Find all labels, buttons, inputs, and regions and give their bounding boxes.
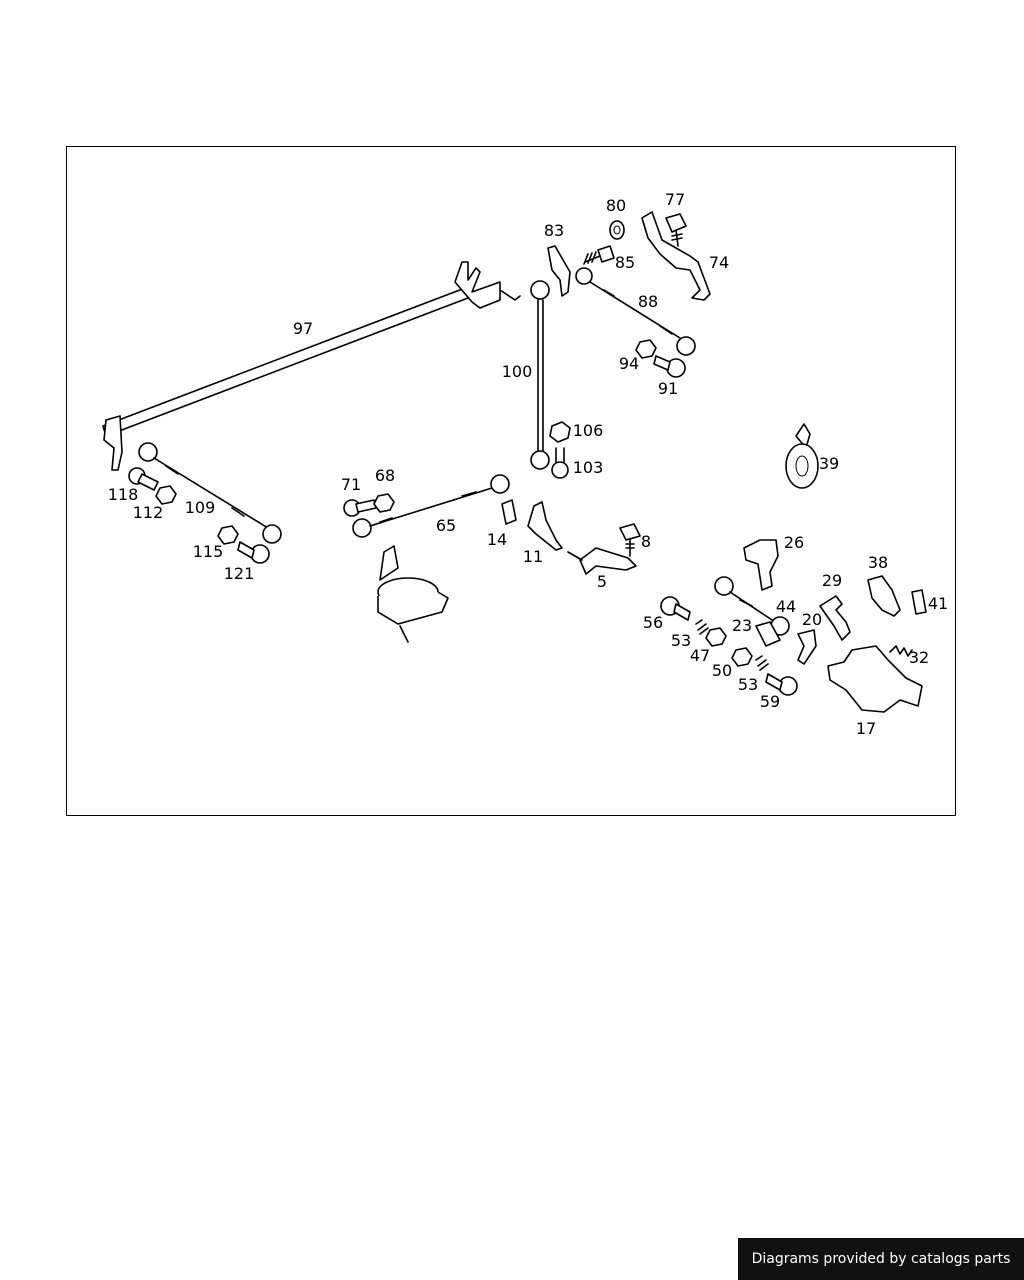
part-47-nut: [705, 627, 727, 647]
part-label-71: 71: [341, 475, 361, 494]
part-label-109: 109: [185, 498, 216, 517]
credit-text: Diagrams provided by catalogs parts: [751, 1251, 1011, 1267]
part-8-bolt: [619, 523, 641, 557]
part-label-41: 41: [928, 594, 948, 613]
part-label-68: 68: [375, 466, 395, 485]
part-77-bolt: [665, 213, 687, 247]
part-65-rod: [352, 474, 510, 538]
part-label-77: 77: [665, 190, 685, 209]
part-11-lever: [527, 501, 563, 551]
part-label-11: 11: [523, 547, 543, 566]
part-label-20: 20: [802, 610, 822, 629]
part-53-washer-b: [755, 655, 769, 671]
part-56-ball-stud: [660, 596, 691, 621]
part-39-bushing: [785, 423, 819, 489]
part-label-88: 88: [638, 292, 658, 311]
part-32-spring: [889, 645, 913, 657]
part-5-bracket: [567, 547, 637, 575]
part-41-clip: [911, 589, 927, 615]
part-label-74: 74: [709, 253, 729, 272]
part-103-stud: [551, 447, 569, 479]
part-label-44: 44: [776, 597, 796, 616]
part-97-rod: [102, 261, 521, 471]
part-label-32: 32: [909, 648, 929, 667]
part-label-112: 112: [133, 503, 164, 522]
part-label-97: 97: [293, 319, 313, 338]
part-label-100: 100: [502, 362, 533, 381]
part-23-bushing: [755, 621, 781, 647]
part-71-ball-stud: [343, 499, 377, 517]
part-74-lever: [641, 211, 711, 301]
part-59-ball-stud: [765, 673, 798, 696]
part-17-bracket: [827, 645, 923, 713]
part-label-8: 8: [641, 532, 651, 551]
credit-banner: Diagrams provided by catalogs parts: [738, 1238, 1024, 1280]
part-label-5: 5: [597, 572, 607, 591]
part-label-14: 14: [487, 530, 507, 549]
part-118-ball-stud: [128, 467, 159, 491]
part-38-plate: [867, 575, 901, 617]
part-label-23: 23: [732, 616, 752, 635]
part-label-56: 56: [643, 613, 663, 632]
part-112-nut: [155, 485, 177, 505]
part-53-washer-a: [695, 619, 709, 635]
part-label-65: 65: [436, 516, 456, 535]
part-label-115: 115: [193, 542, 224, 561]
shift-housing: [377, 545, 449, 643]
part-label-80: 80: [606, 196, 626, 215]
part-label-39: 39: [819, 454, 839, 473]
part-label-17: 17: [856, 719, 876, 738]
part-label-83: 83: [544, 221, 564, 240]
part-label-85: 85: [615, 253, 635, 272]
part-20-clip: [797, 629, 817, 665]
part-94-nut: [635, 339, 657, 359]
part-label-53: 53: [738, 675, 758, 694]
part-label-26: 26: [784, 533, 804, 552]
part-label-53: 53: [671, 631, 691, 650]
part-50-nut: [731, 647, 753, 667]
part-label-94: 94: [619, 354, 639, 373]
part-83-bracket: [547, 245, 571, 297]
part-29-lever: [819, 595, 851, 641]
part-label-47: 47: [690, 646, 710, 665]
part-label-91: 91: [658, 379, 678, 398]
part-label-103: 103: [573, 458, 604, 477]
part-label-50: 50: [712, 661, 732, 680]
part-91-ball-stud: [653, 355, 686, 378]
part-label-38: 38: [868, 553, 888, 572]
part-label-59: 59: [760, 692, 780, 711]
part-100-rod: [530, 280, 550, 470]
part-88-rod: [575, 267, 696, 356]
part-85-bolt: [583, 245, 615, 265]
part-68-nut: [373, 493, 395, 513]
part-80-washer: [609, 220, 625, 240]
part-115-nut: [217, 525, 239, 545]
part-26-bracket: [743, 539, 779, 591]
part-14-clip: [501, 499, 517, 525]
part-121-ball-stud: [237, 541, 270, 564]
part-109-rod: [138, 442, 282, 544]
part-label-118: 118: [108, 485, 139, 504]
part-label-29: 29: [822, 571, 842, 590]
part-106-nut: [549, 421, 571, 443]
part-label-121: 121: [224, 564, 255, 583]
part-drawings: [102, 211, 927, 713]
part-label-106: 106: [573, 421, 604, 440]
